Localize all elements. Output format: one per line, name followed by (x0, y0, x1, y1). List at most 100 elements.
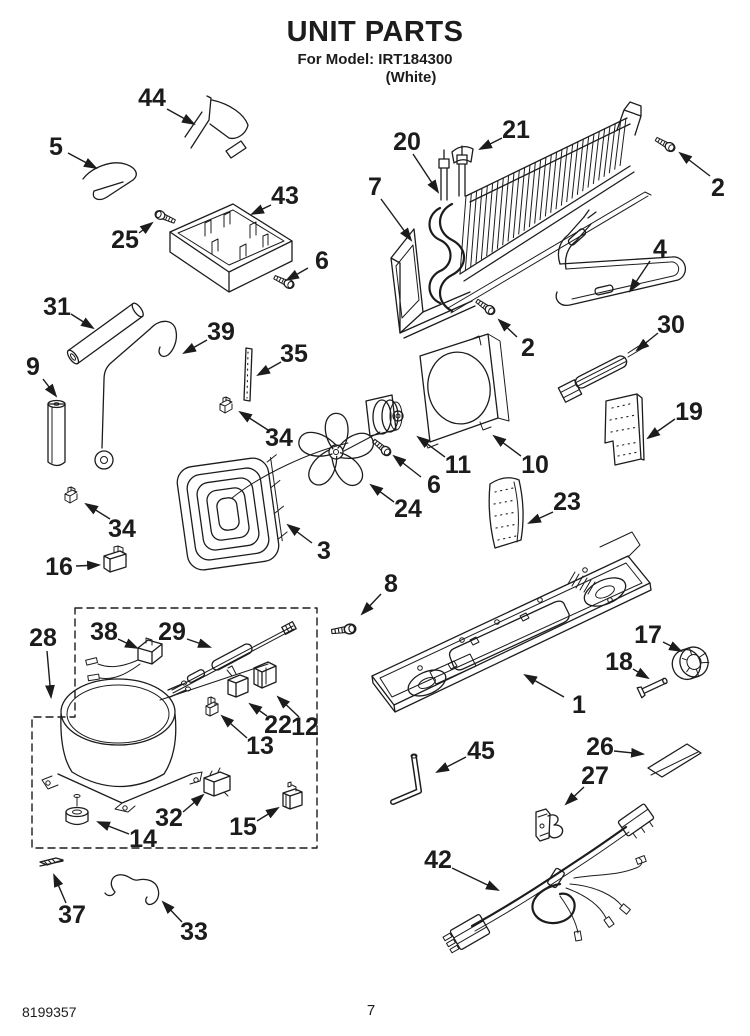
svg-text:34: 34 (108, 515, 136, 543)
callout-43: 43 (250, 182, 299, 215)
svg-text:32: 32 (155, 804, 183, 832)
svg-text:38: 38 (90, 618, 118, 646)
callout-35: 35 (256, 340, 308, 377)
callout-8: 8 (360, 570, 398, 616)
callout-12: 12 (276, 695, 319, 741)
svg-text:14: 14 (129, 825, 157, 853)
fan-motor-11-drawing (343, 394, 404, 452)
clip-13-drawing (205, 696, 219, 717)
svg-text:11: 11 (445, 451, 472, 479)
condenser-3-drawing (176, 442, 349, 571)
callout-2-mid: 2 (497, 318, 535, 362)
svg-text:6: 6 (315, 247, 329, 275)
callout-21: 21 (478, 116, 530, 150)
callout-34-right: 34 (238, 410, 293, 452)
svg-text:39: 39 (207, 318, 235, 346)
svg-text:6: 6 (427, 471, 441, 499)
strip-35-drawing (243, 347, 253, 402)
clip-34-right-drawing (219, 396, 233, 414)
callout-23: 23 (527, 488, 581, 524)
callout-6-mid: 6 (392, 454, 441, 499)
stud-line (159, 663, 269, 701)
relay-38-drawing (85, 637, 163, 682)
svg-text:26: 26 (586, 733, 614, 761)
callout-20: 20 (393, 128, 440, 194)
callout-2-top: 2 (678, 151, 725, 202)
svg-text:20: 20 (393, 128, 421, 156)
screw-2-top-drawing (653, 134, 678, 154)
tubes-20-drawing (438, 145, 468, 201)
callout-4: 4 (628, 235, 667, 293)
svg-text:22: 22 (264, 711, 292, 739)
callout-3: 3 (286, 523, 331, 565)
pad-26-drawing (647, 743, 702, 778)
document-number: 8199357 (22, 1004, 77, 1020)
svg-text:31: 31 (43, 293, 71, 321)
evaporator-7-drawing (390, 101, 652, 339)
tray-43-drawing (169, 203, 293, 293)
callout-7: 7 (368, 173, 413, 242)
screw-25-drawing (153, 208, 177, 226)
compressor-drawing (41, 678, 203, 813)
svg-text:8: 8 (384, 570, 398, 598)
callout-18: 18 (605, 648, 650, 680)
svg-text:2: 2 (711, 174, 725, 202)
foam-block-19-drawing (604, 393, 645, 466)
callout-38: 38 (90, 618, 139, 649)
thermostat-30-drawing (557, 343, 644, 403)
svg-text:33: 33 (180, 918, 208, 946)
svg-text:13: 13 (246, 732, 274, 760)
relay-32-drawing (203, 767, 231, 797)
wire-5-drawing (82, 162, 137, 201)
svg-text:2: 2 (521, 334, 535, 362)
callout-32: 32 (155, 793, 205, 832)
svg-text:15: 15 (229, 813, 257, 841)
svg-text:18: 18 (605, 648, 633, 676)
spring-clip-33-drawing (104, 874, 160, 906)
svg-text:16: 16 (45, 553, 73, 581)
svg-text:28: 28 (29, 624, 57, 652)
clip-16-drawing (103, 545, 127, 573)
svg-text:21: 21 (502, 116, 530, 144)
callout-14: 14 (96, 821, 157, 853)
clamp-27-drawing (535, 808, 564, 842)
grommet-14-drawing (65, 794, 89, 826)
title-block: UNIT PARTS For Model: IRT184300 (White) (0, 16, 750, 86)
callout-6-top: 6 (285, 247, 329, 282)
svg-text:29: 29 (158, 618, 186, 646)
callout-31: 31 (43, 293, 95, 330)
callout-34-left: 34 (84, 502, 136, 543)
callout-17: 17 (634, 621, 683, 652)
svg-text:37: 37 (58, 901, 86, 929)
clip-21-drawing (451, 145, 474, 164)
svg-text:5: 5 (49, 133, 63, 161)
compressor-kit-28-region (31, 607, 318, 849)
callout-25: 25 (111, 221, 154, 254)
foam-pad-23-drawing (488, 477, 524, 549)
screw-2-mid-drawing (473, 296, 498, 317)
callout-44: 44 (138, 84, 196, 126)
callout-13: 13 (220, 714, 274, 760)
defrost-heater-4-drawing (555, 209, 687, 306)
svg-text:43: 43 (271, 182, 299, 210)
base-plate-1-drawing (371, 531, 652, 713)
svg-text:9: 9 (26, 353, 40, 381)
svg-text:44: 44 (138, 84, 166, 112)
svg-text:30: 30 (657, 311, 685, 339)
fan-shroud-10-drawing (419, 333, 510, 449)
svg-text:27: 27 (581, 762, 609, 790)
callout-39: 39 (182, 318, 235, 355)
wire-harness-42-drawing (442, 803, 655, 954)
svg-text:34: 34 (265, 424, 293, 452)
page-title: UNIT PARTS (286, 16, 464, 48)
callout-1: 1 (523, 673, 586, 719)
svg-text:42: 42 (424, 846, 452, 874)
callout-30: 30 (635, 311, 685, 352)
svg-text:10: 10 (521, 451, 549, 479)
svg-text:1: 1 (572, 691, 586, 719)
callout-33: 33 (161, 900, 208, 946)
callout-29: 29 (158, 618, 212, 648)
accumulator-tube-31-drawing (66, 302, 144, 365)
